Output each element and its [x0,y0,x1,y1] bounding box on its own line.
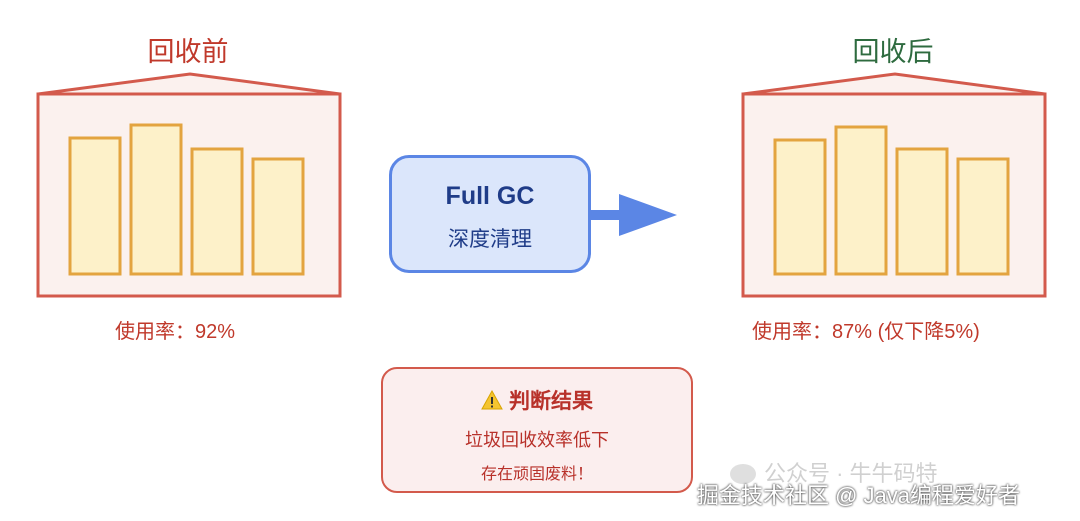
before-bar-2 [129,123,183,276]
result-line-1: 垃圾回收效率低下 [465,430,609,450]
before-roof [37,72,341,96]
full-gc-title: Full GC [445,182,535,210]
before-warehouse [36,72,342,298]
result-box: 判断结果 垃圾回收效率低下 存在顽固废料！ [381,367,693,493]
after-roof [742,72,1046,96]
after-bars [773,125,1010,276]
before-title: 回收前 [147,37,229,67]
after-bar-2 [834,125,888,276]
after-warehouse [741,72,1047,298]
watermark-text: 公众号 · 牛牛码特 [764,461,938,486]
after-bar-3 [895,147,949,276]
result-line-2: 存在顽固废料！ [480,466,593,483]
result-heading: 判断结果 [509,390,593,413]
after-bar-1 [773,138,827,276]
after-bar-4 [956,157,1010,276]
full-gc-subtitle: 深度清理 [448,228,532,251]
result-heading-row: 判断结果 [383,385,691,415]
after-usage: 使用率：87% (仅下降5%) [752,321,980,343]
before-bar-1 [68,136,122,276]
warning-icon [481,389,503,414]
before-bar-4 [251,157,305,276]
wechat-icon [730,464,756,484]
before-bars [68,123,305,276]
full-gc-box: Full GC 深度清理 [389,155,591,273]
after-title: 回收后 [852,37,934,67]
arrow-right-icon [591,194,677,236]
before-usage: 使用率：92% [115,321,236,343]
watermark: 公众号 · 牛牛码特 [730,456,1070,488]
footer-credit: 掘金技术社区 @ Java编程爱好者 [697,483,1021,508]
before-bar-3 [190,147,244,276]
